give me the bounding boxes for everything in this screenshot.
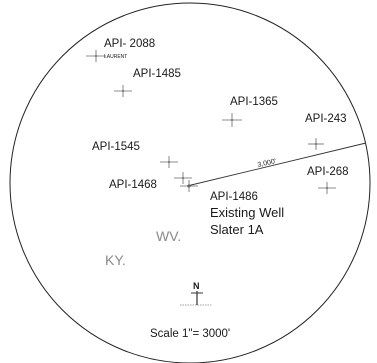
well-label-api-1545: API-1545 <box>92 141 140 153</box>
well-symbol-api-1485 <box>114 85 132 97</box>
existing-well-label: Existing Well <box>210 205 284 220</box>
well-label-api-1365: API-1365 <box>230 96 278 108</box>
well-symbol-api-1545 <box>160 156 178 168</box>
well-label-api-268: API-268 <box>307 166 349 178</box>
well-label-api-1486: API-1486 <box>210 191 258 203</box>
well-symbol-existing-well <box>180 180 198 192</box>
well-label-api-1485: API-1485 <box>133 68 181 80</box>
well-sublabel-laurent: LAURENT <box>104 54 127 60</box>
state-label-wv: WV. <box>156 228 181 244</box>
well-symbol-api-2088 <box>86 50 106 62</box>
well-symbol-api-268 <box>318 182 336 194</box>
well-symbol-api-243 <box>308 138 324 150</box>
existing-well-name: Slater 1A <box>210 222 264 237</box>
well-label-api-243: API-243 <box>305 113 347 125</box>
well-symbol-api-1468 <box>174 172 192 184</box>
well-label-api-1468: API-1468 <box>109 179 157 191</box>
well-label-api-2088: API- 2088 <box>104 38 155 50</box>
svg-text:N: N <box>193 281 200 291</box>
radius-circle <box>9 2 371 363</box>
well-symbol-api-1365 <box>222 113 242 127</box>
scale-label: Scale 1"= 3000' <box>150 328 230 340</box>
state-label-ky: KY. <box>105 252 126 268</box>
north-arrow-icon: N <box>180 281 212 306</box>
radius-line <box>186 142 367 187</box>
distance-label: 3,000' <box>257 158 277 169</box>
